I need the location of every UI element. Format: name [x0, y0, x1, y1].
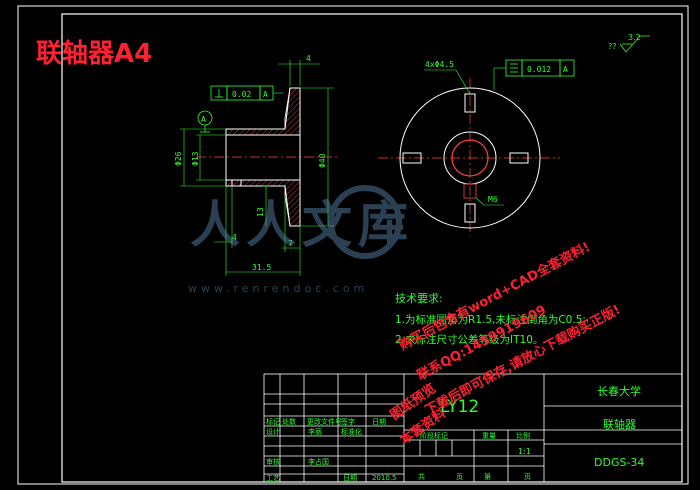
symmetry-value: 0.012	[527, 65, 551, 74]
thread-callout: M6	[488, 195, 498, 204]
slot-callout: 4xΦ4.5	[425, 60, 454, 69]
row-a-0: 标记	[266, 417, 280, 426]
row-b-0: 设计	[266, 427, 280, 436]
dim-flange-text: Φ40	[318, 153, 327, 168]
row-a-1: 处数	[282, 417, 296, 426]
dim-bottom	[214, 186, 301, 276]
row-d-2: 2010.5	[372, 474, 397, 482]
title-block-text: LY12 长春大学 联轴器 DDGS-34 标记 处数 更改文件号 签字 日期 …	[266, 384, 644, 482]
datum-label: A	[201, 115, 206, 124]
weight-label: 重量	[482, 432, 496, 440]
dim-left-diameters	[180, 128, 226, 187]
row-c-0: 审核	[266, 457, 280, 466]
dim-right-w-text: 7	[288, 239, 293, 248]
flange-circle	[399, 87, 541, 229]
tech-requirements: 技术要求: 1.为标准圆角为R1.5,未标注倒角为C0.5; 2.未标注尺寸公差…	[395, 292, 586, 346]
row-a-2: 更改文件号	[307, 417, 342, 426]
surface-finish-value: 3.2	[628, 33, 641, 42]
drawing-no: DDGS-34	[594, 456, 644, 469]
title-block	[263, 373, 683, 483]
perpendicularity-frame: 0.02 A	[210, 85, 283, 101]
symmetry-datum: A	[563, 65, 568, 74]
sheet-1: 页	[456, 473, 463, 481]
dim-left-inner: Φ13	[191, 151, 200, 166]
slots	[402, 93, 529, 223]
watermark-brand: 人人文库	[190, 195, 414, 254]
stage-label: 阶段标记	[420, 431, 448, 440]
title-stamp: 联轴器A4	[36, 39, 152, 69]
symmetry-frame: 0.012 A	[493, 59, 575, 90]
row-b-2: 标准化	[341, 427, 362, 436]
surface-finish-symbol: ?? 3.2	[608, 33, 650, 53]
dim-left-outer: Φ26	[174, 151, 183, 166]
row-a-3: 签字	[341, 417, 355, 426]
perp-datum: A	[263, 90, 268, 99]
dim-left-w-text: 4	[232, 233, 237, 242]
dim-hub-height-text: 13	[256, 207, 265, 217]
tech-item-1: 1.为标准圆角为R1.5,未标注倒角为C0.5;	[395, 313, 586, 326]
renrendoc-watermark: 人人文库 www.renrendoc.com	[188, 185, 414, 295]
sheet-0: 共	[418, 472, 425, 481]
row-d-1: 日期	[343, 474, 357, 482]
university: 长春大学	[597, 384, 641, 398]
sheet-3: 页	[524, 473, 531, 481]
dim-overall-text: 31.5	[252, 263, 271, 272]
outer-border	[17, 5, 689, 485]
dim-top-width-text: 4	[306, 54, 311, 63]
sheet-2: 第	[484, 472, 491, 481]
row-c-1: 李占国	[308, 457, 329, 466]
bore-circle	[451, 139, 489, 177]
watermark-ring	[328, 185, 402, 259]
row-b-1: 李丽	[308, 427, 322, 436]
dim-top-width	[278, 60, 320, 86]
surface-finish-prefix: ??	[608, 42, 617, 51]
part-name: 联轴器	[603, 417, 636, 431]
ratio-label: 比例	[516, 431, 530, 440]
surface-finish-check	[619, 35, 650, 53]
tech-item-2: 2.未标注尺寸公差等级为IT10。	[395, 333, 543, 346]
part-code: LY12	[440, 397, 479, 417]
side-view: 0.02 A A 4 Φ26 Φ13	[174, 54, 338, 276]
row-a-4: 日期	[372, 418, 386, 426]
scale-value: 1:1	[518, 447, 531, 456]
row-d-0: 工艺	[266, 474, 280, 482]
thread-hole	[463, 183, 477, 199]
watermark-url: www.renrendoc.com	[188, 282, 368, 295]
dim-hub-height	[262, 185, 270, 226]
perp-value: 0.02	[232, 90, 251, 99]
dim-flange-diameter	[300, 87, 334, 227]
front-view: 4xΦ4.5 0.012 A M6	[378, 59, 575, 236]
tech-heading: 技术要求:	[395, 292, 443, 305]
